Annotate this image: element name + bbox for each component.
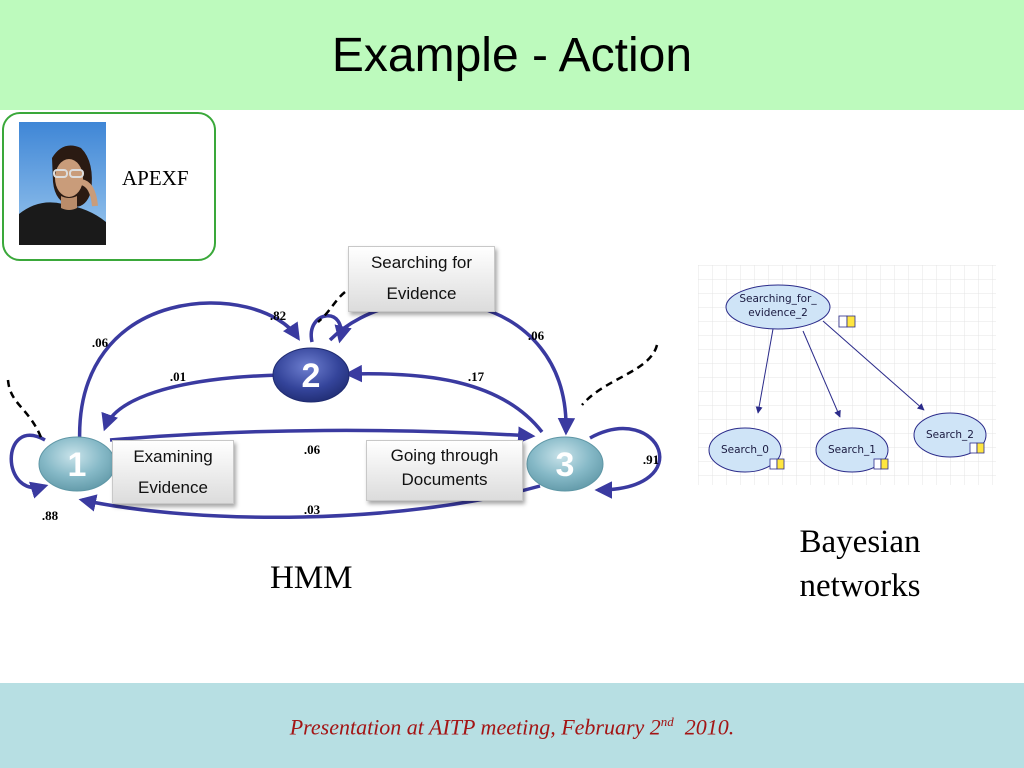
state-node-3: 3 [526, 436, 604, 492]
bayes-caption-line-2: networks [799, 568, 921, 604]
prob-3-to-2: .17 [468, 369, 485, 384]
prob-1-to-1: .88 [42, 508, 59, 523]
bn-node-search1: Search_1 [815, 427, 889, 473]
leader-self-3 [581, 344, 659, 406]
node-2-label: 2 [302, 357, 321, 395]
edge-3-self [589, 426, 662, 499]
prob-1-to-3: .06 [304, 442, 321, 457]
edge-1-to-2 [78, 301, 300, 449]
going-line-1: Going through [390, 446, 499, 465]
searching-line-2: Evidence [386, 284, 457, 303]
examining-line-2: Evidence [138, 478, 208, 497]
state-node-2: 2 [272, 347, 350, 403]
bayesian-network-figure: Searching_for_ evidence_2 Search_0 Searc… [698, 265, 996, 485]
leader-self-2 [317, 291, 346, 323]
footer-bar [0, 683, 1024, 768]
searching-line-1: Searching for [370, 253, 473, 272]
prob-2-to-2: .82 [270, 308, 286, 323]
state-label-going-through: Going through Documents [366, 440, 523, 501]
edge-2-to-1 [101, 373, 281, 432]
bayes-caption-line-1: Bayesian [799, 524, 921, 560]
examining-line-1: Examining [133, 447, 213, 466]
bn-root-line-2: evidence_2 [748, 307, 808, 319]
going-line-2: Documents [401, 470, 488, 489]
bn-node-search2: Search_2 [913, 412, 987, 458]
prob-3-to-1: .03 [304, 502, 321, 517]
bn-search1-label: Search_1 [828, 444, 876, 456]
node-3-label: 3 [556, 446, 575, 484]
node-1-label: 1 [68, 446, 87, 484]
hmm-caption: HMM [270, 560, 353, 596]
bayes-caption: Bayesian networks [770, 520, 950, 608]
bn-search2-label: Search_2 [926, 429, 974, 441]
prob-1-to-2: .06 [92, 335, 109, 350]
edge-2-to-3 [328, 299, 576, 436]
footer-main: Presentation at AITP meeting, February 2 [289, 714, 661, 740]
bn-root-line-1: Searching_for_ [739, 293, 817, 305]
bn-node-root: Searching_for_ evidence_2 [725, 284, 856, 330]
slide-title: Example - Action [331, 29, 693, 82]
footer-text: Presentation at AITP meeting, February 2… [0, 714, 1024, 740]
edge-3-to-2 [344, 364, 544, 434]
state-node-1: 1 [38, 436, 116, 492]
bn-node-search0: Search_0 [708, 427, 785, 473]
bn-search0-label: Search_0 [721, 444, 769, 456]
prob-3-to-3: .91 [643, 452, 659, 467]
profile-name: APEXF [122, 166, 189, 190]
prob-2-to-1: .01 [170, 369, 186, 384]
footer-year: 2010. [673, 714, 735, 740]
edge-2-self [309, 314, 352, 344]
title-bar [0, 0, 1024, 110]
footer-superscript: nd [660, 714, 674, 729]
leader-self-1 [6, 379, 44, 441]
prob-2-to-3: .06 [528, 328, 545, 343]
person-photo-icon [19, 122, 106, 245]
state-label-searching: Searching for Evidence [348, 246, 495, 312]
edge-1-self [9, 433, 49, 499]
state-label-examining: Examining Evidence [112, 440, 234, 504]
edge-1-to-3 [109, 426, 536, 444]
